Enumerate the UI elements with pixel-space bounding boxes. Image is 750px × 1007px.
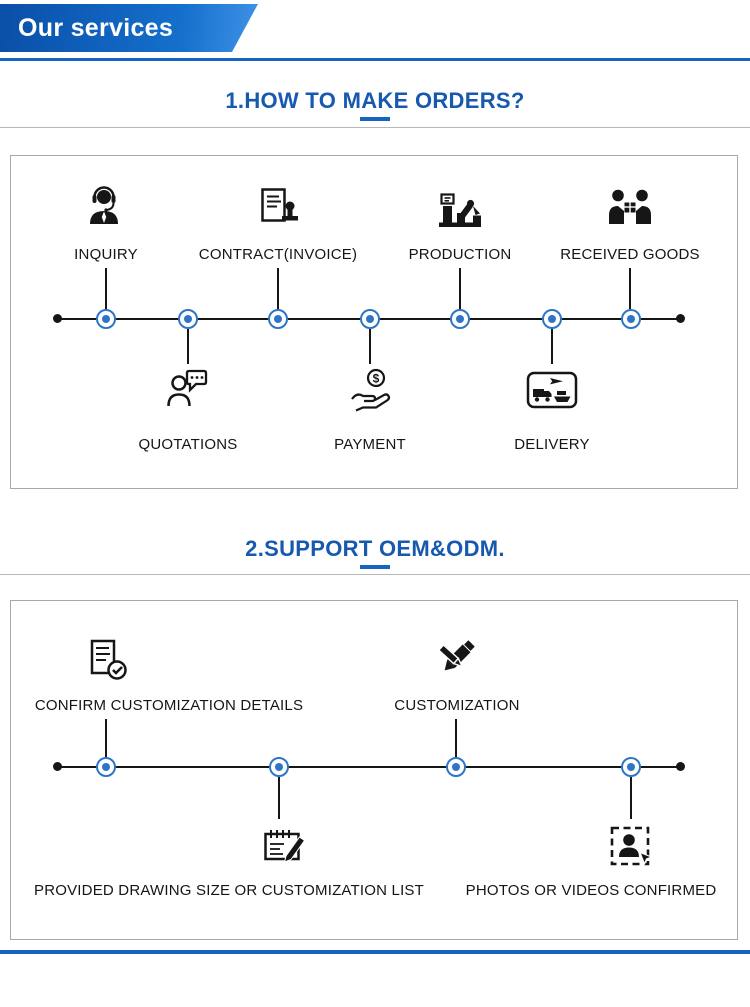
timeline-node [269,757,289,777]
svg-text:$: $ [373,372,380,386]
connector-line [277,268,279,309]
headset-agent-icon [78,182,134,238]
step-label-quotations: QUOTATIONS [138,436,238,453]
timeline-node [446,757,466,777]
timeline-end-dot [53,314,62,323]
production-machine-icon [432,182,488,238]
connector-line [459,268,461,309]
connector-line [629,268,631,309]
step-label-contract: CONTRACT(INVOICE) [198,246,358,263]
connector-line [630,777,632,819]
delivery-transport-icon [524,364,580,420]
payment-hand-coin-icon: $ [342,364,398,420]
title-underline [360,117,390,121]
section-title-oem-odm: 2.SUPPORT OEM&ODM. [245,536,505,561]
photos-videos-icon [603,819,659,875]
step-label-delivery: DELIVERY [514,436,590,453]
banner-title: Our services [18,13,174,42]
timeline-node [621,757,641,777]
step-label-confirm-details: CONFIRM CUSTOMIZATION DETAILS [34,697,304,714]
footer-divider-line [0,950,750,954]
timeline-end-dot [676,762,685,771]
timeline-node [96,757,116,777]
timeline-node [360,309,380,329]
step-label-payment: PAYMENT [334,436,406,453]
customization-tools-icon [428,633,484,689]
timeline-node [542,309,562,329]
title-underline [360,565,390,569]
connector-line [105,719,107,757]
step-label-drawing-list: PROVIDED DRAWING SIZE OR CUSTOMIZATION L… [33,882,425,899]
step-label-production: PRODUCTION [408,246,512,263]
connector-line [455,719,457,757]
timeline-line [58,766,681,768]
section-title-orders: 1.HOW TO MAKE ORDERS? [225,88,525,113]
step-label-inquiry: INQUIRY [74,246,138,263]
connector-line [551,329,553,364]
connector-line [105,268,107,309]
quotation-chat-icon [160,364,216,420]
step-label-photos-confirmed: PHOTOS OR VIDEOS CONFIRMED [465,882,717,899]
received-goods-icon [602,182,658,238]
connector-line [187,329,189,364]
section-hairline [0,574,750,575]
oem-odm-panel: CONFIRM CUSTOMIZATION DETAILS CUSTOMIZAT… [10,600,738,940]
connector-line [369,329,371,364]
timeline-node [178,309,198,329]
contract-stamp-icon [250,182,306,238]
orders-flow-panel: INQUIRY CONTRACT(INVOICE) PRODUCTION REC… [10,155,738,489]
timeline-node [450,309,470,329]
banner: Our services [0,4,258,52]
timeline-node [96,309,116,329]
step-label-customization: CUSTOMIZATION [394,697,520,714]
drawing-list-icon [256,819,312,875]
timeline-node [621,309,641,329]
header-divider-line [0,58,750,61]
timeline-end-dot [53,762,62,771]
confirm-details-icon [80,633,136,689]
section-hairline [0,127,750,128]
timeline-end-dot [676,314,685,323]
step-label-received-goods: RECEIVED GOODS [560,246,700,263]
connector-line [278,777,280,819]
timeline-node [268,309,288,329]
